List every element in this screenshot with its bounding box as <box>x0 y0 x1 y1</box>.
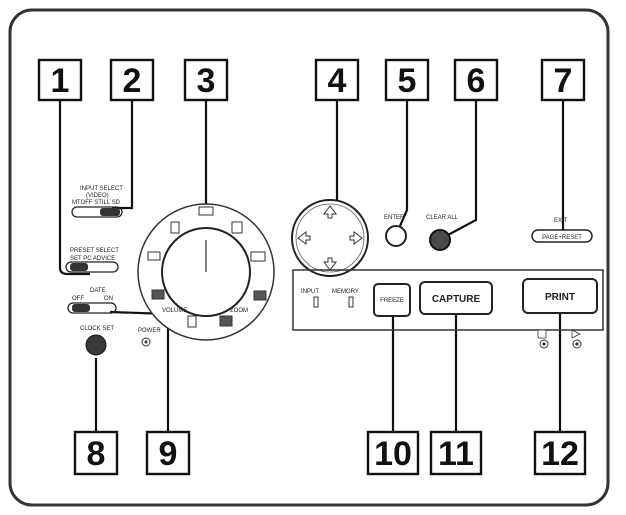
svg-text:EXIT: EXIT <box>554 218 568 224</box>
paper-status-lamp <box>537 329 549 349</box>
svg-text:11: 11 <box>438 435 474 473</box>
svg-text:8: 8 <box>87 435 106 473</box>
svg-text:12: 12 <box>541 435 579 473</box>
enter-button[interactable]: ENTER <box>384 215 407 247</box>
exit-button[interactable]: EXIT PAGE+RESET <box>531 218 593 243</box>
svg-text:INPUT: INPUT <box>301 289 319 295</box>
svg-text:PRESET SELECT: PRESET SELECT <box>70 248 119 254</box>
svg-text:MTOFF STILL SD: MTOFF STILL SD <box>72 200 121 206</box>
callout-1: 1 <box>37 58 83 102</box>
callout-8: 8 <box>73 430 119 476</box>
svg-text:10: 10 <box>374 435 412 473</box>
clock-set-button[interactable]: CLOCK SET <box>80 326 114 356</box>
input-select-switch[interactable]: INPUT SELECT (VIDEO) MTOFF STILL SD <box>71 186 123 218</box>
rotary-dial[interactable]: VOLUME ZOOM <box>137 203 275 341</box>
svg-text:DATE: DATE <box>90 288 106 294</box>
svg-text:ENTER: ENTER <box>384 215 405 221</box>
callout-6: 6 <box>453 58 499 102</box>
direction-pad[interactable] <box>291 199 369 277</box>
callout-7: 7 <box>540 58 586 102</box>
svg-text:2: 2 <box>123 62 142 100</box>
date-switch[interactable]: DATE OFF ON <box>67 288 117 314</box>
svg-text:CAPTURE: CAPTURE <box>432 294 481 305</box>
power-indicator: POWER <box>138 328 161 347</box>
svg-text:6: 6 <box>467 62 486 100</box>
arrow-down-icon[interactable] <box>323 257 337 271</box>
svg-text:PAGE+RESET: PAGE+RESET <box>542 235 582 241</box>
svg-text:CLEAR ALL: CLEAR ALL <box>426 215 459 221</box>
clear-all-button[interactable]: CLEAR ALL <box>426 215 459 251</box>
dial-position-marks <box>147 206 267 328</box>
arrow-left-icon[interactable] <box>297 231 311 245</box>
lower-button-panel <box>292 269 604 331</box>
callout-4: 4 <box>314 58 360 102</box>
callout-12: 12 <box>533 430 587 476</box>
svg-text:4: 4 <box>328 62 347 100</box>
svg-text:3: 3 <box>197 62 216 100</box>
svg-text:MEMORY: MEMORY <box>332 289 359 295</box>
svg-text:CLOCK SET: CLOCK SET <box>80 326 114 332</box>
svg-text:FREEZE: FREEZE <box>380 298 404 304</box>
arrow-up-icon[interactable] <box>323 205 337 219</box>
svg-text:ZOOM: ZOOM <box>230 308 248 314</box>
svg-text:POWER: POWER <box>138 328 161 334</box>
svg-text:VOLUME: VOLUME <box>162 308 187 314</box>
svg-text:1: 1 <box>51 62 70 100</box>
print-button[interactable]: PRINT <box>522 278 598 314</box>
svg-text:OFF: OFF <box>72 296 84 302</box>
svg-text:(VIDEO): (VIDEO) <box>86 193 109 199</box>
ribbon-icon <box>571 329 581 339</box>
leader-lines <box>58 100 565 432</box>
svg-text:SET PC ADVICE: SET PC ADVICE <box>70 256 115 262</box>
arrow-right-icon[interactable] <box>349 231 363 245</box>
freeze-button[interactable]: FREEZE <box>373 283 411 317</box>
callout-3: 3 <box>183 58 229 102</box>
callout-5: 5 <box>384 58 430 102</box>
memory-indicator: MEMORY <box>332 289 359 308</box>
svg-text:9: 9 <box>159 435 178 473</box>
callout-10: 10 <box>366 430 420 476</box>
input-indicator: INPUT <box>301 289 319 308</box>
callout-11: 11 <box>429 430 483 476</box>
ribbon-status-lamp <box>571 329 582 349</box>
svg-text:INPUT SELECT: INPUT SELECT <box>80 186 123 192</box>
preset-select-switch[interactable]: PRESET SELECT SET PC ADVICE <box>65 248 119 273</box>
svg-text:5: 5 <box>398 62 417 100</box>
callout-2: 2 <box>109 58 155 102</box>
svg-text:7: 7 <box>554 62 573 100</box>
capture-button[interactable]: CAPTURE <box>419 281 493 315</box>
svg-text:PRINT: PRINT <box>545 292 575 303</box>
callout-9: 9 <box>145 430 191 476</box>
paper-icon <box>537 329 547 339</box>
svg-text:ON: ON <box>104 296 113 302</box>
